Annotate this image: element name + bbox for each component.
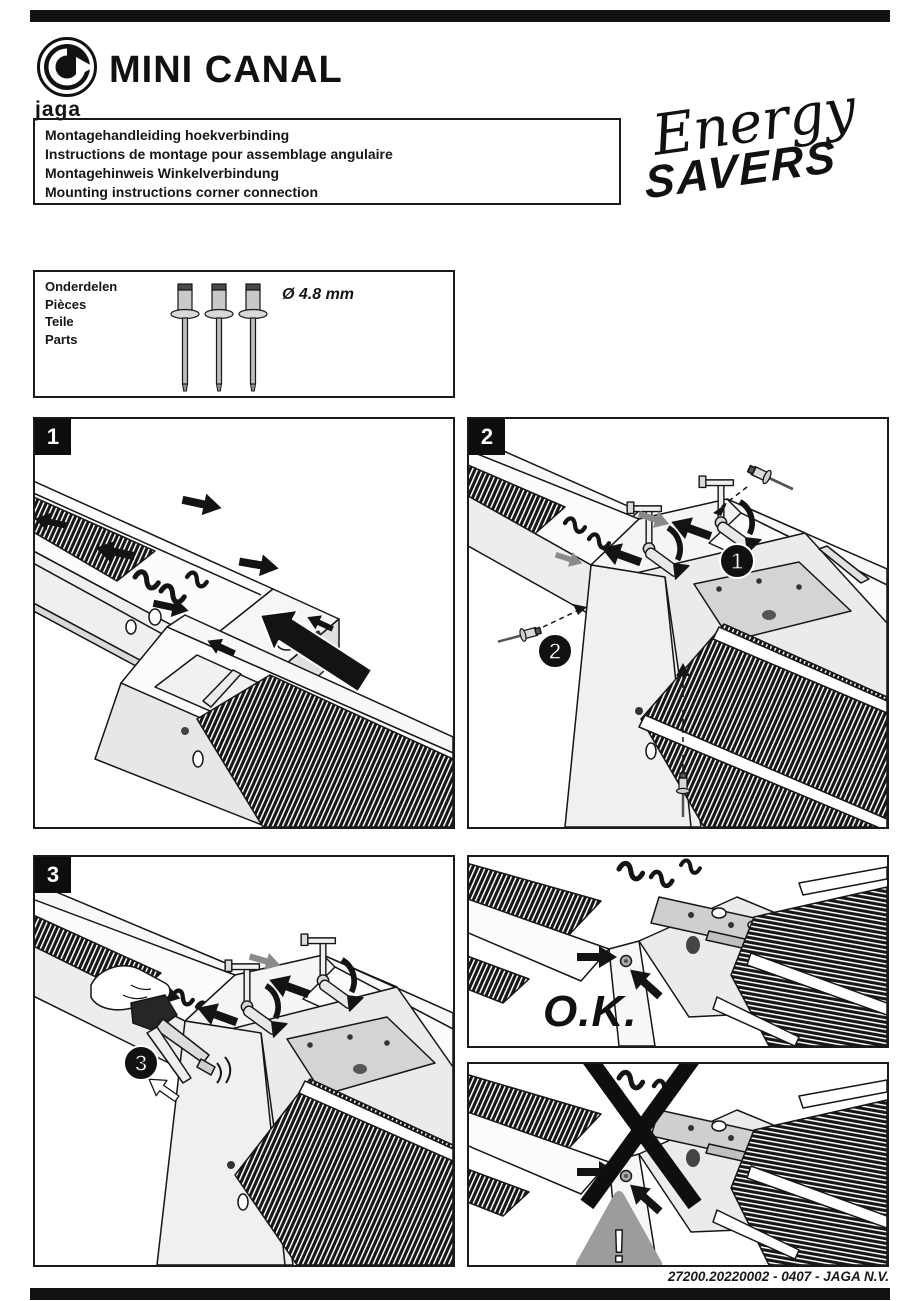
- parts-box: Onderdelen Pièces Teile Parts: [33, 270, 455, 398]
- ok-label: O.K.: [543, 987, 638, 1036]
- bottom-rule-bar: [30, 1288, 890, 1300]
- fin-grille: [730, 1099, 887, 1265]
- step-1-illustration: [35, 480, 453, 827]
- big-slide-arrow: [259, 609, 373, 693]
- parts-label-en: Parts: [45, 331, 78, 347]
- callout-1-number: 1: [731, 548, 744, 574]
- language-instructions-box: Montagehandleiding hoekverbinding Instru…: [33, 118, 621, 205]
- rivet-icon: [170, 283, 200, 392]
- callout-1: 1: [719, 543, 755, 579]
- result-wrong-panel: !: [467, 1062, 889, 1267]
- rivet-point: [619, 954, 633, 968]
- rivet-point: [619, 1169, 633, 1183]
- instruction-line-en: Mounting instructions corner connection: [45, 184, 318, 200]
- fin-grille: [469, 1168, 530, 1217]
- parts-label-fr: Pièces: [45, 296, 87, 312]
- fin-grille: [730, 886, 887, 1046]
- document-reference: 27200.20220002 - 0407 - JAGA N.V.: [667, 1269, 889, 1284]
- step-2-badge: 2: [469, 419, 505, 455]
- channel-unit: [94, 614, 453, 827]
- callout-2-number: 2: [549, 638, 562, 664]
- brand-name: jaga: [35, 98, 82, 121]
- fin-grille: [35, 496, 156, 582]
- step-1-panel: 1: [33, 417, 455, 829]
- fin-grille: [196, 674, 453, 827]
- dashed-guide: [542, 608, 582, 628]
- fin-grille: [469, 955, 530, 1004]
- energy-savers-logo: Energy SAVERS: [642, 76, 892, 209]
- callout-3-number: 3: [135, 1050, 148, 1076]
- callout-2: 2: [537, 633, 573, 669]
- rivet-icon: [494, 622, 544, 650]
- dashed-guide: [720, 486, 748, 508]
- rivet-icon: [238, 283, 268, 392]
- page-title: MINI CANAL: [109, 49, 343, 91]
- top-rule-bar: [30, 10, 890, 22]
- step-3-badge: 3: [35, 857, 71, 893]
- callout-3: 3: [123, 1045, 159, 1081]
- rivet-icons: [170, 283, 268, 392]
- instruction-line-nl: Montagehandleiding hoekverbinding: [45, 127, 290, 143]
- instruction-line-de: Montagehinweis Winkelverbindung: [45, 165, 280, 181]
- step-2-illustration: 1 2: [469, 434, 887, 827]
- warning-triangle-icon: !: [576, 1191, 662, 1265]
- step-2-panel: 2: [467, 417, 889, 829]
- rivet-diameter-label: Ø 4.8 mm: [282, 286, 355, 303]
- jaga-logo-icon: [37, 37, 97, 97]
- step-1-badge: 1: [35, 419, 71, 455]
- ok-joint-illustration: [469, 857, 887, 1046]
- warning-exclamation: !: [611, 1220, 626, 1265]
- parts-label-de: Teile: [45, 314, 74, 329]
- rivet-icon: [204, 283, 234, 392]
- pipe-coils: [618, 860, 701, 887]
- cross-out-icon: [580, 1064, 702, 1210]
- step-3-panel: 3: [33, 855, 455, 1267]
- instruction-line-fr: Instructions de montage pour assemblage …: [45, 146, 393, 162]
- rivet-guides: [494, 460, 798, 819]
- parts-label-nl: Onderdelen: [45, 279, 118, 294]
- parts-labels: Onderdelen Pièces Teile Parts: [45, 278, 117, 348]
- hand-riveter-icon: [90, 965, 232, 1108]
- step-3-illustration: 3: [35, 882, 453, 1265]
- wrong-joint-illustration: !: [469, 1064, 887, 1265]
- result-ok-panel: O.K.: [467, 855, 889, 1048]
- rivet-icon: [744, 460, 798, 497]
